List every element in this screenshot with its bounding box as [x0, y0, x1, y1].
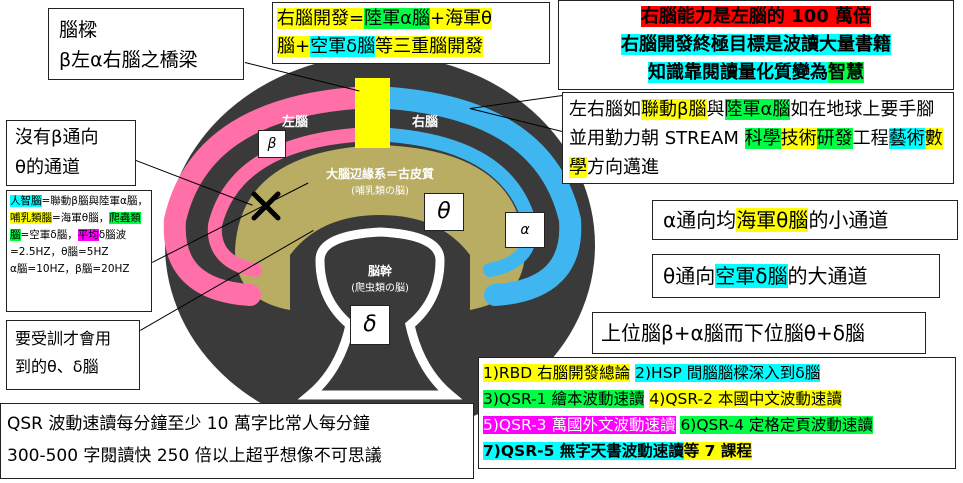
- corpus-callosum-bridge: [355, 78, 390, 148]
- alpha-tag: α: [505, 212, 545, 248]
- limbic-title: 大腦辺緣系＝古皮質: [326, 166, 434, 181]
- limbic-region: [235, 145, 525, 310]
- goal-box: 右腦能力是左腦的 100 萬倍 右腦開發終極目標是波讀大量書籍 知識靠閱讀量化質…: [558, 0, 954, 90]
- delta-tag: δ: [350, 305, 390, 345]
- beta-tag: β: [258, 130, 286, 158]
- upper-lower-box: 上位腦β+α腦而下位腦θ+δ腦: [592, 312, 926, 354]
- callosum-title: 腦樑: [59, 19, 98, 41]
- callosum-box: 腦樑 β左α右腦之橋梁: [48, 8, 244, 80]
- callosum-desc: β左α右腦之橋梁: [59, 49, 198, 71]
- no-beta-box: 沒有β通向 θ的通道: [6, 120, 136, 186]
- need-train-box: 要受訓才會用 到的θ、δ腦: [6, 320, 140, 390]
- goal-line1: 右腦能力是左腦的 100 萬倍: [640, 6, 872, 27]
- qsr-speed-box: QSR 波動速讀每分鐘至少 10 萬字比常人每分鐘 300-500 字閱讀快 2…: [0, 403, 474, 479]
- blocked-channel-x-mark: [251, 191, 281, 221]
- theta-channel-box: θ通向空軍δ腦的大通道: [652, 254, 940, 298]
- left-brain-label: 左腦: [282, 114, 308, 130]
- legend-box: 人智腦=聯動β腦與陸軍α腦，哺乳類腦=海軍θ腦，爬蟲類腦=空軍δ腦，平均δ腦波=…: [6, 190, 152, 312]
- right-hemisphere-band: [379, 87, 582, 306]
- stream-box: 左右腦如聯動β腦與陸軍α腦如在地球上要手腳並用勤力朝 STREAM 科學技術研發…: [562, 92, 954, 184]
- right-inner-band: [383, 128, 538, 277]
- left-inner-band: [207, 128, 362, 277]
- left-hemisphere-band: [163, 87, 366, 306]
- alpha-channel-box: α通向均海軍θ腦的小通道: [652, 200, 958, 240]
- triple-brain-box: 右腦開發=陸軍α腦+海軍θ 腦+空軍δ腦等三重腦開發: [272, 2, 550, 64]
- stem-subtitle: (爬虫類の脳): [351, 282, 409, 294]
- right-brain-label: 右腦: [411, 114, 438, 130]
- theta-tag: θ: [424, 193, 464, 231]
- limbic-subtitle: (哺乳類の脳): [351, 184, 409, 197]
- course-list-box: 1)RBD 右腦開發總論 2)HSP 間腦腦樑深入到δ腦 3)QSR-1 繪本波…: [478, 357, 956, 469]
- stem-title: 脳幹: [368, 263, 393, 278]
